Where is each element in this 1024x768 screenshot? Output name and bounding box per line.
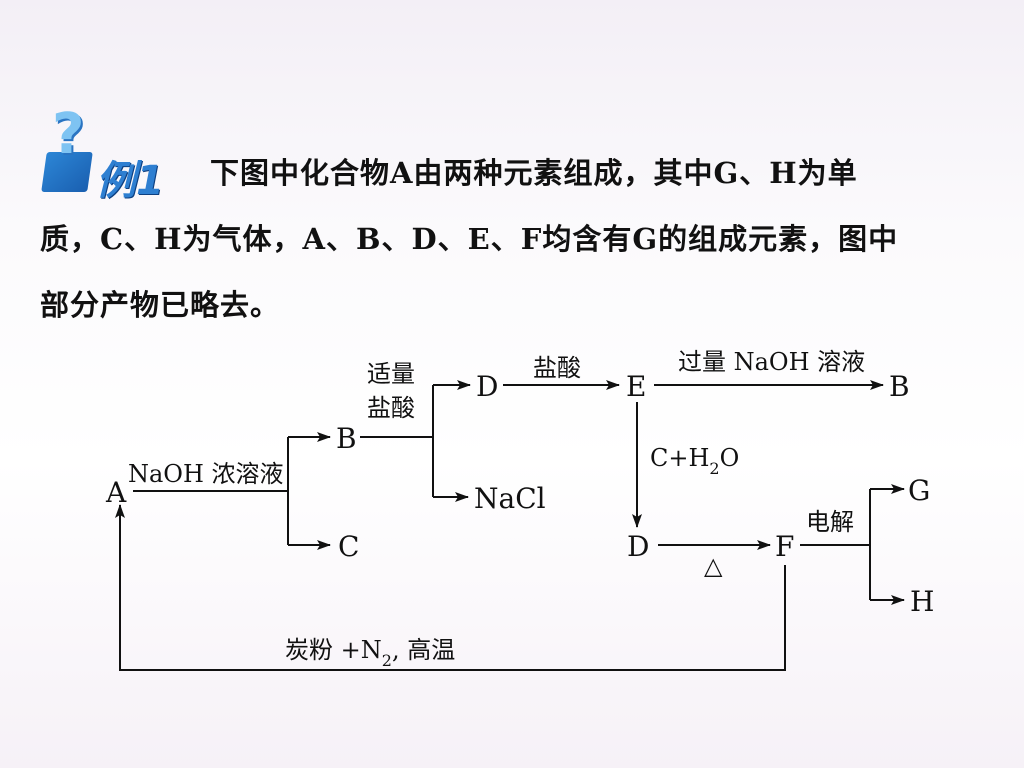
cond-f-split: 电解 — [806, 508, 854, 536]
cond-a-to-b: NaOH 浓溶液 — [128, 460, 284, 488]
cond-e-to-d: C+H2O — [650, 444, 739, 478]
cond-b-to-d-line2: 盐酸 — [367, 394, 415, 422]
arrow-f-to-a-loop — [115, 504, 786, 671]
cond-d-to-f-heat: △ — [704, 552, 723, 580]
cond-f-to-a-subscript: 2 — [382, 651, 392, 670]
node-f: F — [775, 530, 794, 563]
node-a: A — [105, 476, 127, 509]
node-e: E — [626, 370, 646, 403]
node-d1: D — [476, 370, 498, 403]
cond-b-to-d-line1: 适量 — [367, 360, 415, 388]
cond-f-to-a-tail: , 高温 — [392, 636, 455, 664]
cond-f-to-a: 炭粉 +N2, 高温 — [285, 636, 455, 670]
cond-e-to-d-subscript: 2 — [709, 459, 719, 478]
cond-e-to-d-tail: O — [720, 444, 740, 472]
problem-line-3: 部分产物已略去。 — [40, 288, 281, 322]
cond-f-to-a-main: 炭粉 +N — [285, 636, 382, 664]
example-label: 例1 — [96, 158, 164, 204]
node-h: H — [910, 585, 934, 618]
node-g: G — [908, 474, 930, 507]
problem-line-1: 下图中化合物A由两种元素组成，其中G、H为单 — [210, 156, 858, 190]
node-c: C — [338, 530, 359, 563]
node-nacl: NaCl — [474, 482, 546, 515]
problem-line-2: 质，C、H为气体，A、B、D、E、F均含有G的组成元素，图中 — [40, 222, 899, 256]
example-badge: ? 例1 — [40, 102, 170, 204]
cond-d-to-e: 盐酸 — [533, 354, 581, 382]
node-b1: B — [336, 422, 357, 455]
question-mark-icon: ? — [52, 102, 85, 167]
node-b2: B — [889, 370, 910, 403]
node-d2: D — [627, 530, 649, 563]
cond-e-to-b: 过量 NaOH 溶液 — [678, 348, 865, 376]
cond-e-to-d-main: C+H — [650, 444, 709, 472]
problem-text: 下图中化合物A由两种元素组成，其中G、H为单 质，C、H为气体，A、B、D、E、… — [40, 140, 990, 338]
